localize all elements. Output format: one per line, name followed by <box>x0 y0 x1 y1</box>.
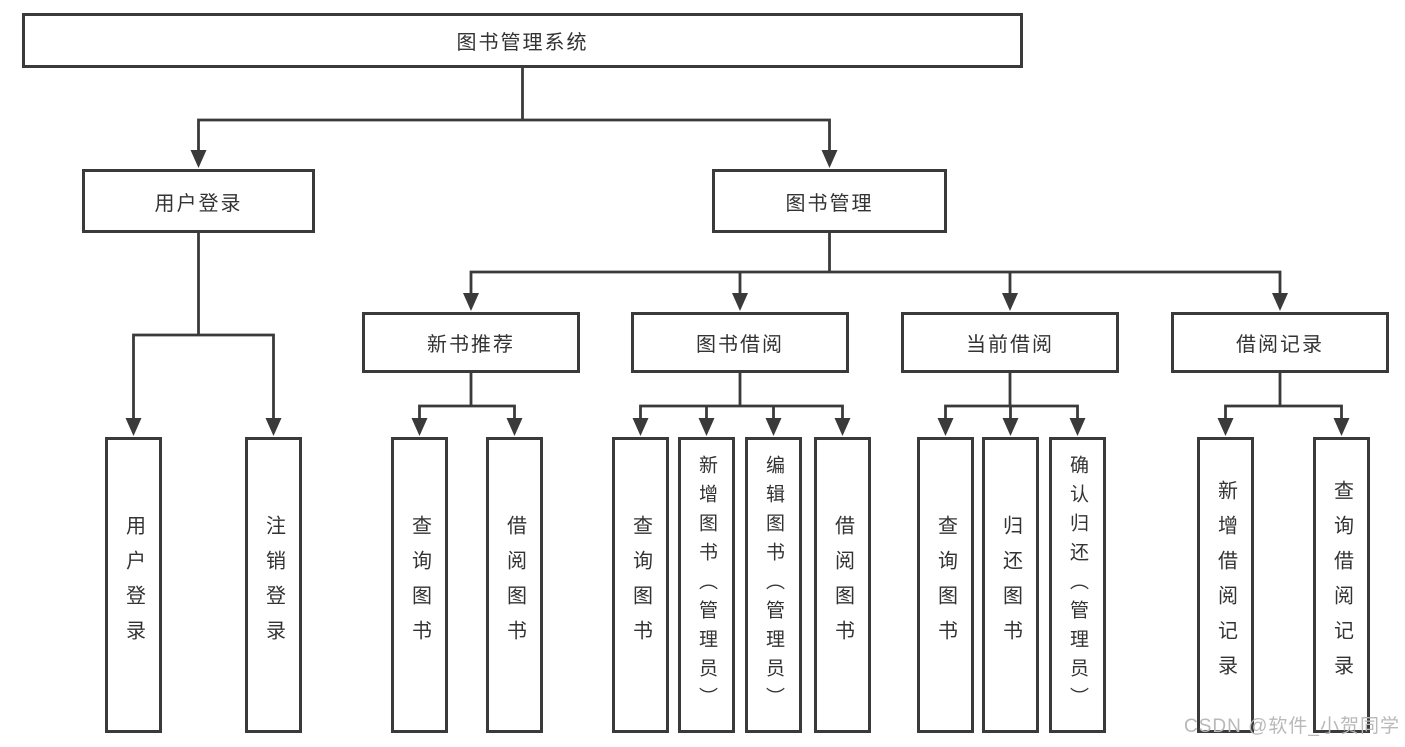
arrow-down-icon <box>698 418 715 436</box>
connector-borrow-rail <box>639 404 844 419</box>
connector-root-rail <box>197 118 831 151</box>
leaf-logout: 注销登录 <box>245 437 302 733</box>
leaf-borrow-edit-book: 编辑图书（管理员） <box>745 437 802 733</box>
node-root: 图书管理系统 <box>22 13 1023 68</box>
leaf-logout-label: 注销登录 <box>262 515 285 655</box>
leaf-borrow-add-book: 新增图书（管理员） <box>678 437 735 733</box>
leaf-user-login: 用户登录 <box>105 437 162 733</box>
arrow-down-icon <box>765 418 782 436</box>
node-book-borrow-label: 图书借阅 <box>696 334 784 356</box>
leaf-current-confirm-return: 确认归还（管理员） <box>1049 437 1106 733</box>
leaf-current-confirm-return-label: 确认归还（管理员） <box>1067 454 1088 716</box>
node-user-login-label: 用户登录 <box>154 192 243 215</box>
leaf-current-return: 归还图书 <box>982 437 1039 733</box>
leaf-record-query-label: 查询借阅记录 <box>1330 480 1353 690</box>
arrow-down-icon <box>937 418 954 436</box>
leaf-borrow-add-book-label: 新增图书（管理员） <box>696 454 717 716</box>
arrow-down-icon <box>1002 293 1018 311</box>
leaf-newbook-borrow-label: 借阅图书 <box>503 515 526 655</box>
leaf-current-query: 查询图书 <box>917 437 974 733</box>
arrow-down-icon <box>125 418 142 436</box>
arrow-down-icon <box>1002 418 1019 436</box>
arrow-down-icon <box>1069 418 1086 436</box>
connector-record-rail <box>1224 404 1343 419</box>
arrow-down-icon <box>190 150 207 168</box>
connector-login-rail <box>132 333 275 419</box>
node-borrow-record-label: 借阅记录 <box>1236 334 1324 356</box>
node-current-borrow-label: 当前借阅 <box>966 334 1054 356</box>
leaf-record-add-label: 新增借阅记录 <box>1214 480 1237 690</box>
leaf-borrow-edit-book-label: 编辑图书（管理员） <box>763 454 784 716</box>
node-new-book-recommend-label: 新书推荐 <box>427 334 515 356</box>
arrow-down-icon <box>834 418 851 436</box>
leaf-user-login-label: 用户登录 <box>122 515 145 655</box>
arrow-down-icon <box>506 418 523 436</box>
arrow-down-icon <box>732 293 748 311</box>
leaf-borrow-borrow-book: 借阅图书 <box>814 437 871 733</box>
leaf-newbook-query: 查询图书 <box>391 437 448 733</box>
connector-current-rail <box>944 404 1079 419</box>
arrow-down-icon <box>1217 418 1234 436</box>
connector-mgmt-rail <box>469 270 1282 294</box>
node-root-label: 图书管理系统 <box>456 32 589 54</box>
arrow-down-icon <box>1333 418 1350 436</box>
leaf-borrow-borrow-book-label: 借阅图书 <box>831 515 854 655</box>
leaf-current-query-label: 查询图书 <box>934 515 957 655</box>
node-user-login: 用户登录 <box>82 169 315 233</box>
leaf-current-return-label: 归还图书 <box>999 515 1022 655</box>
arrowheads <box>125 150 1350 436</box>
node-book-borrow: 图书借阅 <box>631 312 849 373</box>
arrow-down-icon <box>1272 293 1288 311</box>
leaf-record-add: 新增借阅记录 <box>1197 437 1254 733</box>
leaf-record-query: 查询借阅记录 <box>1313 437 1370 733</box>
arrow-down-icon <box>821 150 838 168</box>
node-borrow-record: 借阅记录 <box>1171 312 1389 373</box>
leaf-newbook-query-label: 查询图书 <box>408 515 431 655</box>
arrow-down-icon <box>463 293 479 311</box>
node-new-book-recommend: 新书推荐 <box>362 312 580 373</box>
arrow-down-icon <box>411 418 428 436</box>
arrow-down-icon <box>265 418 282 436</box>
leaf-newbook-borrow: 借阅图书 <box>486 437 543 733</box>
node-book-management: 图书管理 <box>712 169 947 233</box>
leaf-borrow-query-label: 查询图书 <box>629 515 652 655</box>
node-book-management-label: 图书管理 <box>785 192 874 215</box>
arrow-down-icon <box>632 418 649 436</box>
csdn-watermark: CSDN @软件_小贺同学 <box>1184 716 1400 737</box>
node-current-borrow: 当前借阅 <box>901 312 1119 373</box>
connector-newbook-rail <box>418 404 516 419</box>
leaf-borrow-query: 查询图书 <box>612 437 669 733</box>
